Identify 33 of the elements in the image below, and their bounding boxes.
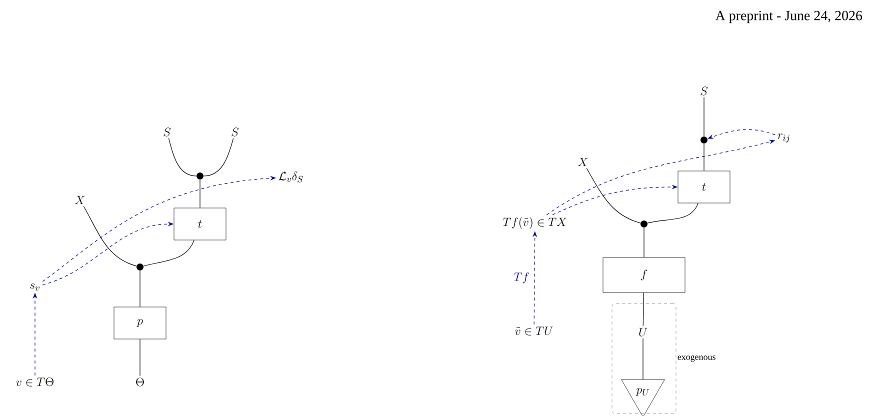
wire-label: $X$ — [578, 158, 588, 166]
wire — [647, 202, 698, 224]
vector-label: $Tf(\tilde{v}) \in TX$ — [503, 217, 567, 229]
edge-label: $Tf$ — [514, 272, 529, 284]
triangle-box: $p_U$ — [621, 379, 665, 416]
wire-label: $X$ — [74, 196, 85, 204]
wire — [143, 240, 194, 266]
vector-label: $s_v$ — [30, 283, 40, 291]
wire-label: $U$ — [639, 328, 648, 336]
vector-label: $v \in T\Theta$ — [16, 377, 54, 386]
junction-dot — [700, 136, 708, 144]
node-label: exogenous — [678, 355, 716, 362]
process-box: $t$ — [678, 170, 730, 204]
wire-label: $\Theta$ — [136, 378, 144, 386]
process-box: $f$ — [602, 257, 686, 293]
wire-label: $S$ — [164, 128, 171, 136]
process-box: $p$ — [114, 306, 166, 340]
junction-dot — [136, 264, 144, 270]
wire-label: $S$ — [700, 86, 708, 96]
wire — [168, 138, 197, 176]
vector-label: $\mathcal{L}_v \delta_S$ — [278, 172, 303, 182]
wire — [203, 138, 234, 176]
wire — [642, 338, 644, 380]
junction-dot — [640, 220, 648, 228]
wire — [586, 168, 641, 224]
wire — [83, 206, 137, 266]
vector-label: $r_{ij}$ — [778, 134, 790, 142]
page-header: A preprint - June 24, 2026 — [715, 10, 862, 24]
vector-label: $\tilde{v} \in TU$ — [515, 326, 553, 336]
wire-label: $S$ — [232, 128, 239, 136]
process-box: $t$ — [174, 208, 226, 240]
junction-dot — [196, 172, 204, 180]
wire — [642, 292, 644, 326]
